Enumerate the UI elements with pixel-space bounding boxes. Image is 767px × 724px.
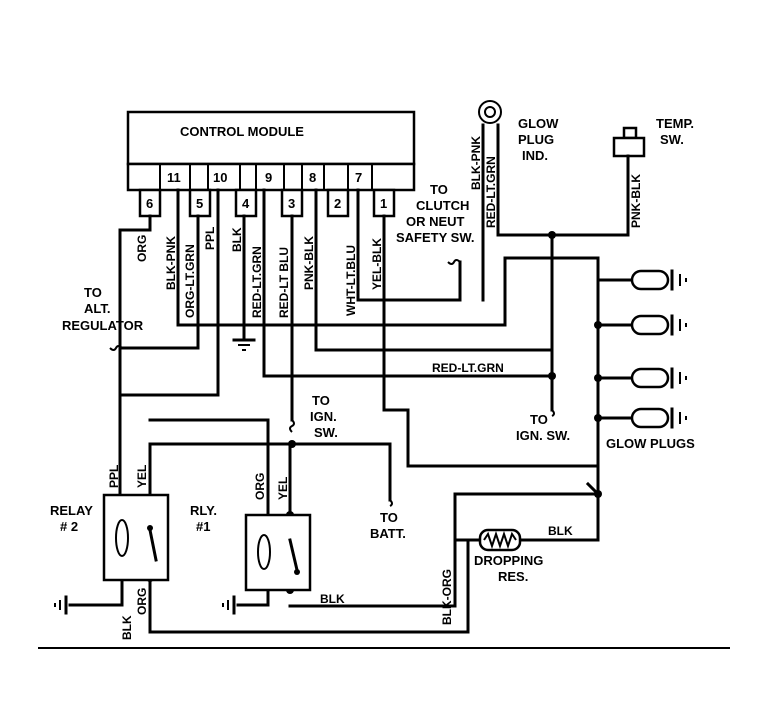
- label-to-batt-1: TO: [380, 510, 398, 525]
- pin-row-top: [126, 162, 416, 192]
- wire-label-org-r1: ORG: [253, 473, 267, 500]
- pin-9-label: 9: [265, 170, 272, 185]
- wire-end-batt: [389, 499, 393, 507]
- label-to-ign-1: TO: [312, 393, 330, 408]
- wire-label-red-lt-grn: RED-LT.GRN: [250, 246, 264, 318]
- dropping-resistor: [478, 528, 522, 552]
- label-glow-ind-1: GLOW: [518, 116, 559, 131]
- label-to-ign2-2: IGN. SW.: [516, 428, 570, 443]
- wire-label-ppl: PPL: [203, 227, 217, 250]
- label-rly1-2: #1: [196, 519, 210, 534]
- label-to-alt-3: REGULATOR: [62, 318, 144, 333]
- label-to-ign-2: IGN.: [310, 409, 337, 424]
- label-temp-sw-2: SW.: [660, 132, 684, 147]
- wiring: [68, 123, 634, 634]
- pin-6-label: 6: [146, 196, 153, 211]
- label-dropping-2: RES.: [498, 569, 528, 584]
- relay-2-coil: [115, 519, 129, 557]
- wire-labels: ORG BLK-PNK ORG-LT.GRN PPL BLK RED-LT.GR…: [107, 136, 643, 640]
- relay-2-box: [102, 493, 170, 582]
- wire-label-wht-lt-blu: WHT-LT.BLU: [344, 245, 358, 316]
- pin-2-label: 2: [334, 196, 341, 211]
- label-to-clutch-2: CLUTCH: [416, 198, 469, 213]
- glow-plug-indicator: [478, 100, 502, 124]
- junction-dot: [594, 414, 602, 422]
- pin-3-label: 3: [288, 196, 295, 211]
- wire-label-org-lt-grn: ORG-LT.GRN: [183, 244, 197, 318]
- label-to-clutch-3: OR NEUT: [406, 214, 465, 229]
- wire-end-clutch: [447, 259, 461, 265]
- relay-1-coil: [257, 534, 271, 570]
- label-glow-ind-2: PLUG: [518, 132, 554, 147]
- glow-plug-3: [630, 367, 687, 389]
- component-labels: TO ALT. REGULATOR TO CLUTCH OR NEUT SAFE…: [50, 116, 695, 584]
- wire-label-blk-r2: BLK: [120, 615, 134, 640]
- wire-label-blk: BLK: [230, 227, 244, 252]
- wire-end-ign2: [551, 409, 555, 417]
- wire-label-red-lt-blu: RED-LT BLU: [277, 247, 291, 318]
- label-to-clutch-1: TO: [430, 182, 448, 197]
- glow-plug-2: [630, 314, 687, 336]
- pin-4-label: 4: [242, 196, 250, 211]
- label-to-ign2-1: TO: [530, 412, 548, 427]
- pin-1-label: 1: [380, 196, 387, 211]
- label-glow-plugs: GLOW PLUGS: [606, 436, 695, 451]
- control-module-body: [126, 110, 416, 166]
- label-to-batt-2: BATT.: [370, 526, 406, 541]
- label-temp-sw-1: TEMP.: [656, 116, 694, 131]
- junction-dot: [548, 372, 556, 380]
- label-to-ign-3: SW.: [314, 425, 338, 440]
- wire-label-yel-r2: YEL: [135, 465, 149, 488]
- control-module: CONTROL MODULE 11 10 9 8 7 6 5 4 3 2 1: [126, 110, 416, 218]
- pin-7-label: 7: [355, 170, 362, 185]
- pin-2-box: [326, 188, 350, 218]
- label-dropping-1: DROPPING: [474, 553, 543, 568]
- label-relay2-2: # 2: [60, 519, 78, 534]
- junction-dot: [548, 231, 556, 239]
- ground-symbol-module: [232, 338, 256, 351]
- relay-1-box: [244, 513, 312, 592]
- relay-2: [102, 493, 170, 582]
- label-rly1-1: RLY.: [190, 503, 217, 518]
- wire-label-blk-res: BLK: [548, 524, 573, 538]
- control-module-title: CONTROL MODULE: [180, 124, 304, 139]
- wire-label-blk-org: BLK-ORG: [440, 569, 454, 625]
- pin-5-label: 5: [196, 196, 203, 211]
- temp-switch: [612, 126, 646, 164]
- junction-dot: [288, 440, 296, 448]
- wire-label-org-r2: ORG: [135, 588, 149, 615]
- glow-plug-4: [630, 407, 687, 429]
- wire-end-alt: [109, 345, 123, 351]
- wire-label-yel-r1: YEL: [276, 477, 290, 500]
- junction-dot: [594, 321, 602, 329]
- label-glow-ind-3: IND.: [522, 148, 548, 163]
- wire-label-red-lt-grn-ind: RED-LT.GRN: [484, 156, 498, 228]
- label-to-alt-1: TO: [84, 285, 102, 300]
- pin-5-box: [188, 188, 212, 218]
- glow-plug-1: [630, 269, 687, 291]
- junction-dot: [594, 490, 602, 498]
- wire-label-red-lt-grn-h: RED-LT.GRN: [432, 361, 504, 375]
- pin-10-label: 10: [213, 170, 227, 185]
- label-to-clutch-4: SAFETY SW.: [396, 230, 475, 245]
- wire-label-blk-bot: BLK: [320, 592, 345, 606]
- wire-label-ppl-r2: PPL: [107, 465, 121, 488]
- ground-symbol-relay1: [222, 595, 236, 615]
- ground-symbol-relay2: [54, 595, 68, 615]
- label-to-alt-2: ALT.: [84, 301, 110, 316]
- wire-label-org: ORG: [135, 235, 149, 262]
- pin-8-label: 8: [309, 170, 316, 185]
- relay-1: [244, 513, 312, 592]
- wire-label-blk-pnk: BLK-PNK: [164, 236, 178, 290]
- wire-label-pnk-blk-temp: PNK-BLK: [629, 174, 643, 228]
- wire-label-yel-blk: YEL-BLK: [370, 238, 384, 290]
- wire-label-pnk-blk: PNK-BLK: [302, 236, 316, 290]
- pin-11-label: 11: [167, 170, 181, 185]
- label-relay2-1: RELAY: [50, 503, 93, 518]
- wire-label-blk-pnk-ind: BLK-PNK: [469, 136, 483, 190]
- pin-4-box: [234, 188, 258, 218]
- wire-end-ign: [289, 419, 295, 433]
- junction-dot: [594, 374, 602, 382]
